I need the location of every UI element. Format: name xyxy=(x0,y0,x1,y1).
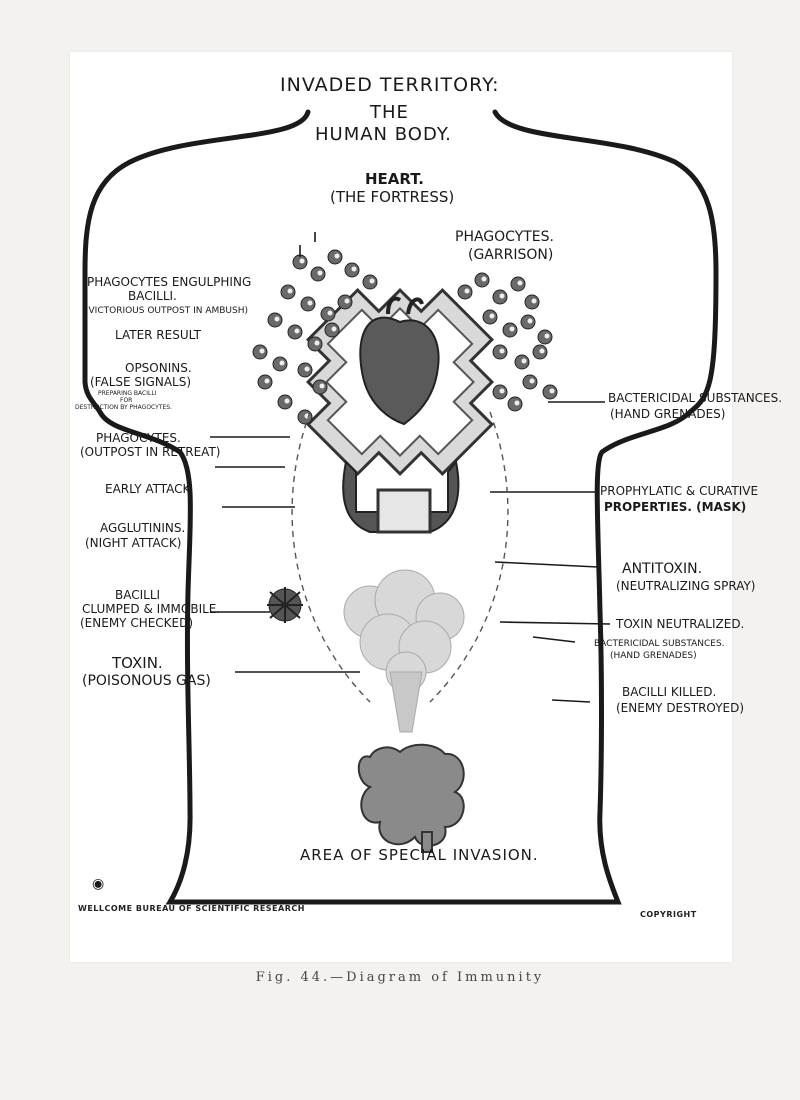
bacilli-label: BACILLI xyxy=(115,588,161,602)
phagocyte-nucleus xyxy=(287,288,293,294)
phagocyte-nucleus xyxy=(307,300,313,306)
phagocyte-nucleus xyxy=(521,358,527,364)
agglutinins-label: AGGLUTININS. xyxy=(100,521,186,535)
phagocyte-nucleus xyxy=(304,366,310,372)
heart-icon xyxy=(359,296,440,426)
invasion-arrows xyxy=(291,411,509,703)
phagocyte-nucleus xyxy=(509,326,515,332)
phagocyte-nucleus xyxy=(331,326,337,332)
opsonins-note-2: FOR xyxy=(120,397,133,404)
phagocyte-nucleus xyxy=(464,288,470,294)
opsonins-note-1: PREPARING BACILLI xyxy=(98,390,157,397)
bactericidal-sublabel: (HAND GRENADES) xyxy=(610,407,726,421)
title-line1: INVADED TERRITORY: xyxy=(280,74,500,96)
engulfing-sublabel: BACILLI. xyxy=(128,289,177,303)
later-result-label: LATER RESULT xyxy=(115,328,201,342)
intestine-icon xyxy=(357,743,465,853)
phagocyte-nucleus xyxy=(274,316,280,322)
phagocyte-nucleus xyxy=(284,398,290,404)
phagocyte-nucleus xyxy=(539,348,545,354)
phagocyte-nucleus xyxy=(319,383,325,389)
engulfing-note: (VICTORIOUS OUTPOST IN AMBUSH) xyxy=(85,306,249,316)
credit-left: WELLCOME BUREAU OF SCIENTIFIC RESEARCH xyxy=(78,904,305,913)
mask-icon xyxy=(342,459,460,534)
heart-label: HEART. xyxy=(365,170,424,188)
phagocyte-nucleus xyxy=(294,328,300,334)
opsonins-note-3: DESTRUCTION BY PHAGOCYTES. xyxy=(75,404,172,411)
bacilli-sublabel: CLUMPED & IMMOBILE. xyxy=(82,602,221,616)
garrison-sublabel: (GARRISON) xyxy=(468,247,554,263)
bactericidal-small-sublabel: (HAND GRENADES) xyxy=(610,651,697,661)
phagocyte-nucleus xyxy=(481,276,487,282)
phagocyte-nucleus xyxy=(369,278,375,284)
bactericidal-label: BACTERICIDAL SUBSTANCES. xyxy=(608,391,783,405)
body-diagram xyxy=(82,109,719,905)
bacilli-note: (ENEMY CHECKED) xyxy=(80,616,194,630)
garrison-label: PHAGOCYTES. xyxy=(455,229,554,245)
opsonins-sublabel: (FALSE SIGNALS) xyxy=(90,375,192,389)
phagocyte-nucleus xyxy=(499,293,505,299)
toxin-sublabel: (POISONOUS GAS) xyxy=(82,673,211,689)
emblem-icon: ◉ xyxy=(92,876,105,892)
toxin-cloud xyxy=(343,569,465,733)
leader-lines xyxy=(210,232,611,703)
phagocyte-nucleus xyxy=(514,400,520,406)
phagocyte-nucleus xyxy=(327,310,333,316)
agglutinins-sublabel: (NIGHT ATTACK) xyxy=(85,536,182,550)
bacilli-killed-label: BACILLI KILLED. xyxy=(622,685,717,699)
phagocyte-nucleus xyxy=(529,378,535,384)
figure-caption: Fig. 44.—Diagram of Immunity xyxy=(255,970,545,985)
phagocyte-nucleus xyxy=(264,378,270,384)
phagocyte-nucleus xyxy=(317,270,323,276)
prophylactic-sublabel: PROPERTIES. (MASK) xyxy=(604,500,747,514)
phagocyte-nucleus xyxy=(314,340,320,346)
prophylactic-label: PROPHYLATIC & CURATIVE xyxy=(600,484,759,498)
bacilli-killed-sublabel: (ENEMY DESTROYED) xyxy=(616,701,745,715)
phagocyte-nucleus xyxy=(489,313,495,319)
phagocyte-nucleus xyxy=(517,280,523,286)
phagocyte-nucleus xyxy=(351,266,357,272)
antitoxin-sublabel: (NEUTRALIZING SPRAY) xyxy=(616,579,756,593)
title-line3: HUMAN BODY. xyxy=(315,124,452,145)
outpost-label: PHAGOCYTES. xyxy=(96,431,181,445)
phagocyte-nucleus xyxy=(279,360,285,366)
diagram-plate: INVADED TERRITORY: THE HUMAN BODY. HEART… xyxy=(70,52,782,962)
phagocyte-nucleus xyxy=(544,333,550,339)
area-label: AREA OF SPECIAL INVASION. xyxy=(300,846,539,864)
phagocyte-nucleus xyxy=(527,318,533,324)
engulfing-label: PHAGOCYTES ENGULPHING xyxy=(87,275,252,289)
bacilli-clump-icon xyxy=(267,587,303,623)
torso-outline xyxy=(82,109,719,905)
toxin-label: TOXIN. xyxy=(112,654,163,672)
phagocyte-nucleus xyxy=(299,258,305,264)
toxin-neutralized-label: TOXIN NEUTRALIZED. xyxy=(616,617,745,631)
phagocyte-cells xyxy=(252,249,558,425)
antitoxin-label: ANTITOXIN. xyxy=(622,561,703,577)
phagocyte-nucleus xyxy=(259,348,265,354)
opsonins-label: OPSONINS. xyxy=(125,361,192,375)
phagocyte-nucleus xyxy=(499,348,505,354)
phagocyte-nucleus xyxy=(344,298,350,304)
title-line2: THE xyxy=(370,102,409,123)
phagocyte-nucleus xyxy=(499,388,505,394)
phagocyte-nucleus xyxy=(531,298,537,304)
heart-sublabel: (THE FORTRESS) xyxy=(330,188,455,206)
phagocyte-nucleus xyxy=(334,253,340,259)
bactericidal-small-label: BACTERICIDAL SUBSTANCES. xyxy=(594,639,725,649)
credit-right: COPYRIGHT xyxy=(640,910,697,919)
early-attack-label: EARLY ATTACK xyxy=(105,482,191,496)
phagocyte-nucleus xyxy=(549,388,555,394)
outpost-sublabel: (OUTPOST IN RETREAT) xyxy=(80,445,221,459)
